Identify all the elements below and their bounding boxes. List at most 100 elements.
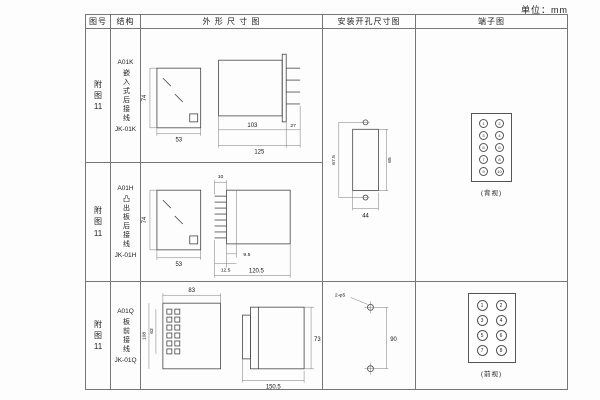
side-view — [242, 306, 305, 369]
terminal-circle: 9 — [479, 167, 488, 176]
terminal-cell-jk01q: 1 2 3 4 5 6 7 8 (前视) — [416, 282, 567, 389]
structure-desc: 板前接线 — [122, 317, 130, 354]
terminal-circle: 5 — [479, 143, 488, 152]
side-view-dimensions: 73 150.5 — [242, 306, 321, 389]
structure-cell-jk01k: A01K 嵌入式后接线 JK-01K — [111, 29, 141, 163]
front-view-dimensions: 74 53 — [142, 189, 201, 267]
dim-hole-spacing: 90 — [390, 336, 397, 342]
terminal-circle: 2 — [495, 300, 507, 311]
dimension-table: 图号 结构 外 形 尺 寸 图 安装开孔尺寸图 端子图 附 图 11 A01K … — [85, 14, 568, 390]
dim-front-width: 53 — [175, 261, 182, 267]
outline-drawing-jk01h: 74 53 10 — [142, 174, 291, 278]
dim-side-total: 150.5 — [266, 384, 282, 388]
front-view — [156, 67, 202, 128]
structure-desc: 凸出板后接线 — [122, 195, 130, 249]
side-view — [214, 189, 291, 244]
dim-total: 120.5 — [249, 268, 265, 274]
dim-side-rear: 27 — [290, 122, 296, 128]
terminal-circle: 2 — [495, 119, 504, 128]
hole-note: 2-φ5 — [335, 292, 346, 298]
fig-number: 11 — [93, 228, 103, 238]
terminal-box-front: 1 2 3 4 5 6 7 8 — [467, 293, 516, 363]
terminal-circle: 7 — [479, 155, 488, 164]
fig-cell-jk01q: 附 图 11 — [86, 282, 111, 389]
install-drawing-jk01k-h: 67.5 65 44 — [331, 118, 393, 219]
hole-markers — [364, 300, 377, 375]
terminal-cell-jk01k-h: 1 2 3 4 5 6 7 8 9 10 (背视) — [416, 29, 567, 282]
install-cell-jk01q: 2-φ5 90 — [323, 282, 416, 389]
code-label: JK-01Q — [114, 356, 137, 364]
front-view-dimensions: 83 108 62 — [141, 288, 221, 369]
dim-cutout-height: 65 — [387, 156, 393, 162]
terminal-box-rear: 1 2 3 4 5 6 7 8 9 10 — [471, 113, 512, 182]
model-label: A01Q — [117, 307, 134, 315]
fig-char: 附 — [94, 319, 102, 329]
fig-char: 附 — [94, 206, 102, 216]
install-dimensions: 67.5 65 44 — [331, 121, 393, 219]
dim-b1: 9.5 — [243, 251, 250, 257]
dim-front-width: 83 — [188, 288, 195, 294]
terminal-circle: 1 — [476, 300, 488, 311]
model-label: A01K — [117, 58, 134, 66]
terminal-view-label: (前视) — [480, 371, 503, 378]
front-view — [156, 189, 202, 250]
terminal-circle: 3 — [479, 131, 488, 140]
terminal-circle: 8 — [495, 345, 507, 356]
dim-cutout-width: 44 — [362, 213, 369, 219]
terminal-circle: 3 — [476, 315, 488, 326]
terminal-circle: 6 — [495, 330, 507, 341]
terminal-circle: 4 — [495, 315, 507, 326]
side-view — [218, 53, 301, 122]
fig-cell-jk01k: 附 图 11 — [86, 29, 111, 163]
cutout-shape — [352, 118, 379, 200]
code-label: JK-01K — [114, 125, 137, 133]
structure-cell-jk01h: A01H 凸出板后接线 JK-01H — [111, 163, 141, 282]
structure-desc: 嵌入式后接线 — [122, 68, 130, 123]
dim-pin-length: 10 — [218, 174, 224, 180]
terminal-circle: 5 — [476, 330, 488, 341]
fig-cell-jk01h: 附 图 11 — [86, 163, 111, 282]
fig-number: 11 — [93, 102, 103, 112]
dim-b2: 12.5 — [221, 267, 231, 273]
dim-front-width: 53 — [175, 137, 182, 143]
install-cell-jk01k-h: 67.5 65 44 — [323, 29, 416, 282]
terminal-view-label: (背视) — [480, 190, 503, 197]
header-structure: 结构 — [111, 15, 141, 29]
terminal-circle: 6 — [495, 143, 504, 152]
fig-number: 11 — [93, 342, 103, 352]
outline-cell-jk01k: 74 53 103 27 — [141, 29, 323, 163]
fig-char: 附 — [94, 79, 102, 89]
dim-terminal-height: 62 — [149, 328, 155, 334]
dim-side-height: 73 — [314, 336, 321, 342]
dim-side-depth: 103 — [247, 122, 258, 128]
structure-cell-jk01q: A01Q 板前接线 JK-01Q — [111, 282, 141, 389]
fig-char: 图 — [94, 330, 102, 340]
dim-front-height: 74 — [142, 93, 148, 100]
outline-cell-jk01h: 74 53 10 — [141, 163, 323, 282]
header-outline-dims: 外 形 尺 寸 图 — [141, 15, 323, 29]
outline-drawing-jk01k: 74 53 103 27 — [142, 53, 301, 155]
header-terminal-diagram: 端子图 — [416, 15, 567, 29]
terminal-circle: 1 — [479, 119, 488, 128]
side-view-dimensions: 10 9.5 12.5 120.5 — [214, 174, 291, 278]
unit-label: 单位：mm — [521, 5, 568, 15]
dim-front-height: 108 — [141, 331, 147, 340]
model-label: A01H — [117, 185, 134, 192]
terminal-circle: 4 — [495, 131, 504, 140]
header-fig-no: 图号 — [86, 15, 111, 29]
install-dimensions: 2-φ5 90 — [335, 292, 398, 369]
front-view-dimensions: 74 53 — [142, 67, 201, 143]
dim-side-total: 125 — [254, 149, 265, 155]
side-view-dimensions: 103 27 125 — [218, 105, 301, 155]
code-label: JK-01H — [114, 252, 137, 259]
fig-char: 图 — [94, 90, 102, 100]
terminal-circle: 10 — [495, 167, 504, 176]
outline-cell-jk01q: 83 108 62 73 150.5 — [141, 282, 323, 389]
fig-char: 图 — [94, 217, 102, 227]
install-drawing-jk01q: 2-φ5 90 — [335, 292, 398, 375]
outline-drawing-jk01q: 83 108 62 73 150.5 — [141, 288, 321, 389]
terminal-circle: 7 — [476, 345, 488, 356]
dim-front-height: 74 — [142, 216, 148, 223]
dim-hole-span: 67.5 — [331, 154, 337, 164]
header-install-dims: 安装开孔尺寸图 — [323, 15, 416, 29]
